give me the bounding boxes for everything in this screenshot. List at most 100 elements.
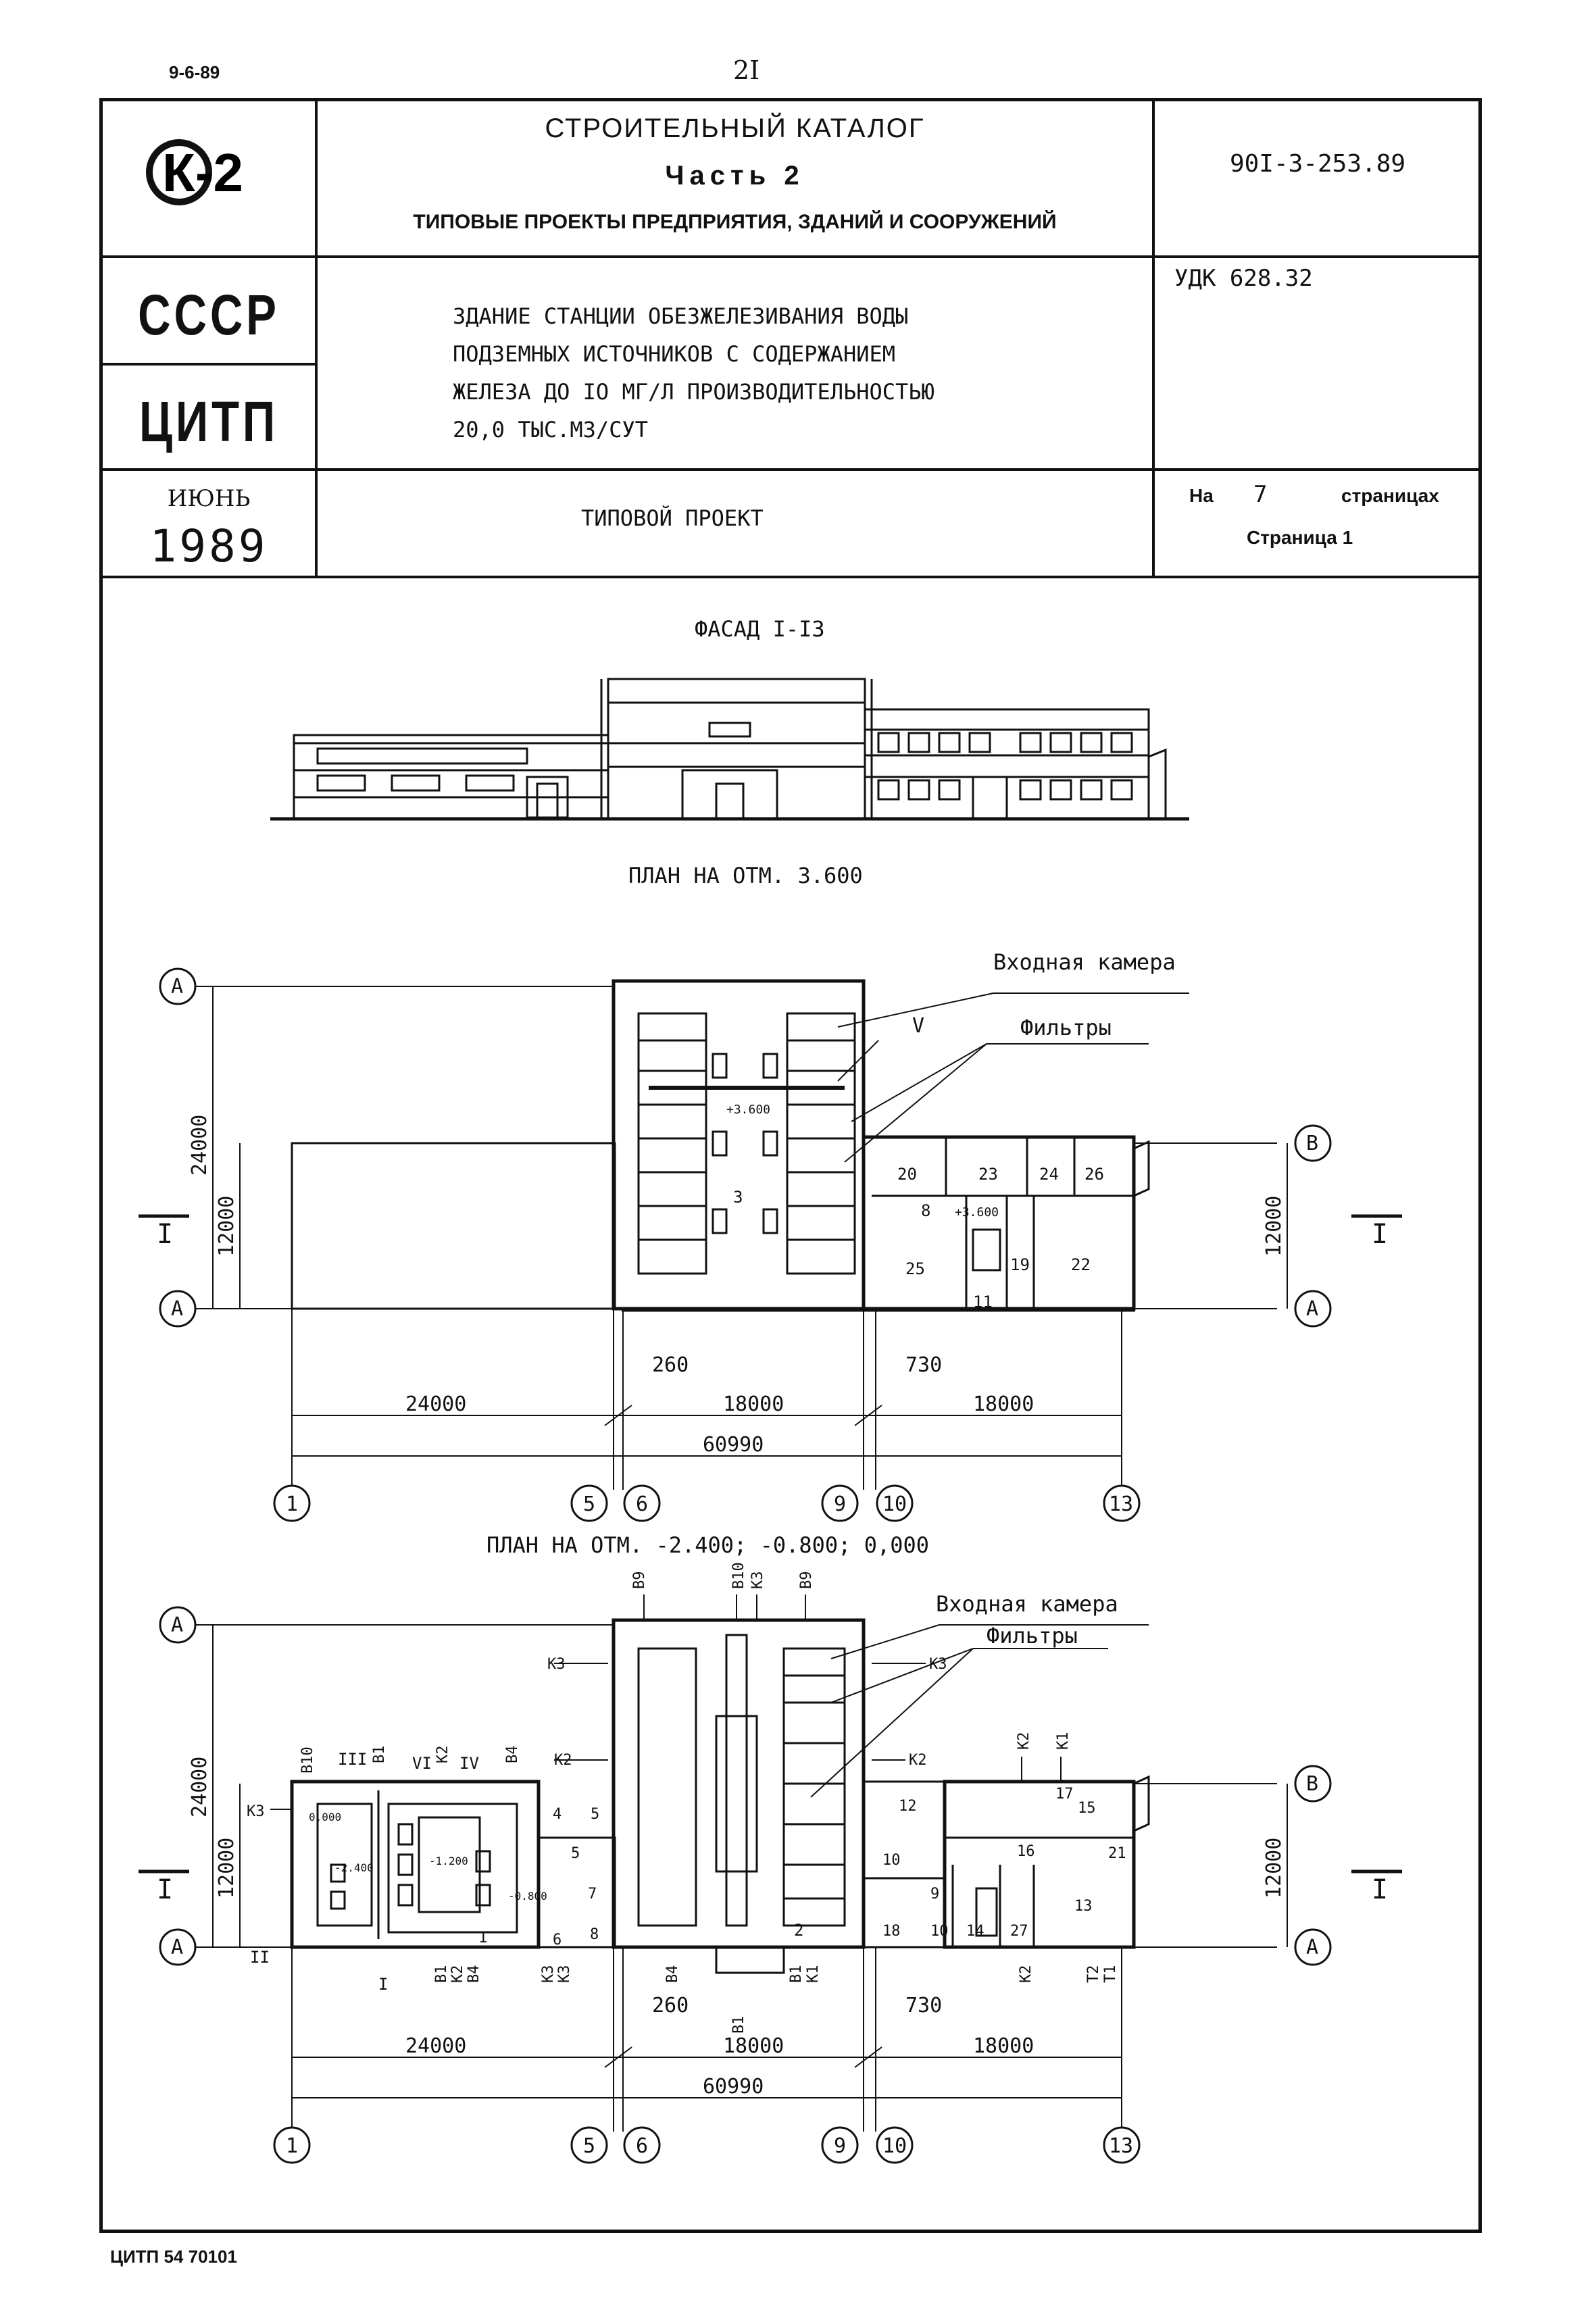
- description-line: 20,0 ТЫС.М3/СУТ: [453, 417, 648, 443]
- dimension: 12000: [1262, 1838, 1286, 1898]
- room-number: 19: [1010, 1255, 1030, 1274]
- dimension: 260: [652, 1994, 689, 2017]
- room-number: 9: [930, 1886, 939, 1903]
- dimension: 18000: [973, 1392, 1034, 1416]
- callout-mark: I: [378, 1975, 388, 1994]
- room-number: 3: [733, 1188, 743, 1207]
- issue-year: 1989: [149, 520, 268, 572]
- facade-title: ФАСАД I-I3: [695, 616, 825, 642]
- pipe-label: К2: [1018, 1965, 1034, 1984]
- page-label: Страница 1: [1247, 527, 1353, 548]
- description-line: ЖЕЛЕЗА ДО IO МГ/Л ПРОИЗВОДИТЕЛЬНОСТЬЮ: [453, 379, 934, 405]
- callout-mark: IV: [459, 1754, 479, 1773]
- frame-divider: [315, 98, 318, 578]
- room-number: 15: [1078, 1800, 1096, 1817]
- pipe-label: К2: [909, 1752, 927, 1769]
- dimension: 12000: [215, 1196, 239, 1257]
- axis-number: 6: [636, 1492, 648, 1516]
- dimension: 260: [652, 1353, 689, 1377]
- udk-code: УДК 628.32: [1174, 265, 1313, 292]
- dimension: 12000: [1262, 1196, 1286, 1257]
- frame-divider: [99, 255, 1482, 258]
- pipe-label: Т1: [1102, 1965, 1119, 1984]
- catalog-part: Часть 2: [665, 161, 805, 191]
- room-number: 10: [930, 1923, 949, 1940]
- facade-elevation: [270, 678, 1189, 821]
- pipe-label: В4: [664, 1965, 681, 1984]
- dimension: 730: [905, 1994, 942, 2017]
- room-number: 8: [590, 1926, 599, 1943]
- project-type: ТИПОВОЙ ПРОЕКТ: [581, 505, 764, 531]
- pipe-label: К2: [554, 1752, 572, 1769]
- axis-number: 13: [1109, 1492, 1133, 1516]
- room-number: 27: [1010, 1923, 1028, 1940]
- axis-number: 9: [834, 1492, 846, 1516]
- room-number: 2: [794, 1921, 803, 1940]
- room-number: 10: [882, 1852, 901, 1869]
- axis-number: 13: [1109, 2134, 1133, 2158]
- elevation-mark: -2.400: [334, 1861, 374, 1874]
- catalog-title: СТРОИТЕЛЬНЫЙ КАТАЛОГ: [545, 114, 925, 143]
- axis-a-label: А: [171, 1936, 183, 1959]
- room-number: 22: [1071, 1255, 1091, 1274]
- pipe-label: К3: [540, 1965, 557, 1984]
- room-number: 13: [1074, 1898, 1093, 1915]
- dimension: 24000: [188, 1115, 211, 1176]
- frame-divider: [99, 363, 316, 366]
- pipe-label: В9: [798, 1571, 815, 1590]
- pipe-label: В4: [504, 1746, 521, 1764]
- plan1-title: ПЛАН НА ОТМ. 3.600: [628, 863, 863, 888]
- pipe-label: К2: [1016, 1732, 1032, 1751]
- room-number: 26: [1084, 1165, 1104, 1184]
- issue-month: ИЮНЬ: [167, 485, 251, 512]
- axis-b-label: В: [1306, 1132, 1318, 1155]
- pipe-label: В1: [371, 1746, 388, 1764]
- pipe-label: Т2: [1085, 1965, 1102, 1984]
- citp-label: ЦИТП: [139, 390, 278, 453]
- section-mark: I: [1372, 1219, 1388, 1250]
- room-number: 4: [553, 1806, 562, 1823]
- plan-level-3600: [139, 979, 1402, 1490]
- label-filters: Фильтры: [1020, 1015, 1112, 1040]
- room-number: 11: [973, 1292, 993, 1311]
- elevation-mark: -1.200: [429, 1855, 468, 1867]
- project-description: ЗДАНИЕ СТАНЦИИ ОБЕЗЖЕЛЕЗИВАНИЯ ВОДЫ ПОДЗ…: [453, 297, 934, 449]
- plan-level-minus-2400: [139, 1594, 1402, 2132]
- room-number: 8: [921, 1201, 930, 1220]
- label-filters: Фильтры: [987, 1623, 1078, 1649]
- room-number: 24: [1039, 1165, 1059, 1184]
- axis-a-label: А: [1306, 1297, 1318, 1321]
- catalog-subtitle: ТИПОВЫЕ ПРОЕКТЫ ПРЕДПРИЯТИЯ, ЗДАНИЙ И СО…: [413, 211, 1057, 233]
- callout-mark: III: [338, 1750, 367, 1769]
- pipe-label: К3: [247, 1803, 265, 1820]
- callout-mark: V: [912, 1014, 924, 1038]
- ussr-label: СССР: [138, 283, 280, 347]
- room-number: 25: [905, 1259, 925, 1278]
- pipe-label: К3: [556, 1965, 573, 1984]
- header-date: 9-6-89: [169, 62, 220, 82]
- description-line: ЗДАНИЕ СТАНЦИИ ОБЕЗЖЕЛЕЗИВАНИЯ ВОДЫ: [453, 303, 909, 329]
- pages-prefix: На: [1189, 485, 1214, 506]
- room-number: 21: [1108, 1845, 1126, 1862]
- room-number: 17: [1055, 1786, 1074, 1803]
- elevation-mark: +3.600: [726, 1103, 770, 1117]
- pipe-label: В10: [299, 1746, 316, 1774]
- callout-mark: II: [250, 1948, 270, 1967]
- frame-divider: [99, 576, 1482, 578]
- section-mark: I: [157, 1874, 173, 1905]
- frame-divider: [1152, 98, 1155, 578]
- axis-number: 10: [882, 2134, 907, 2158]
- pipe-label: К3: [749, 1571, 766, 1590]
- room-number: 12: [899, 1798, 917, 1815]
- axis-number: 1: [286, 2134, 298, 2158]
- pipe-label: К3: [929, 1656, 947, 1673]
- dimension: 18000: [723, 1392, 784, 1416]
- dimension: 24000: [405, 2034, 466, 2058]
- axis-number: 10: [882, 1492, 907, 1516]
- sheet-frame: [99, 98, 1482, 2233]
- pipe-label: К2: [449, 1965, 466, 1984]
- section-mark: I: [1372, 1874, 1388, 1905]
- pipe-label: К1: [1055, 1732, 1072, 1751]
- axis-a-label: А: [171, 975, 183, 999]
